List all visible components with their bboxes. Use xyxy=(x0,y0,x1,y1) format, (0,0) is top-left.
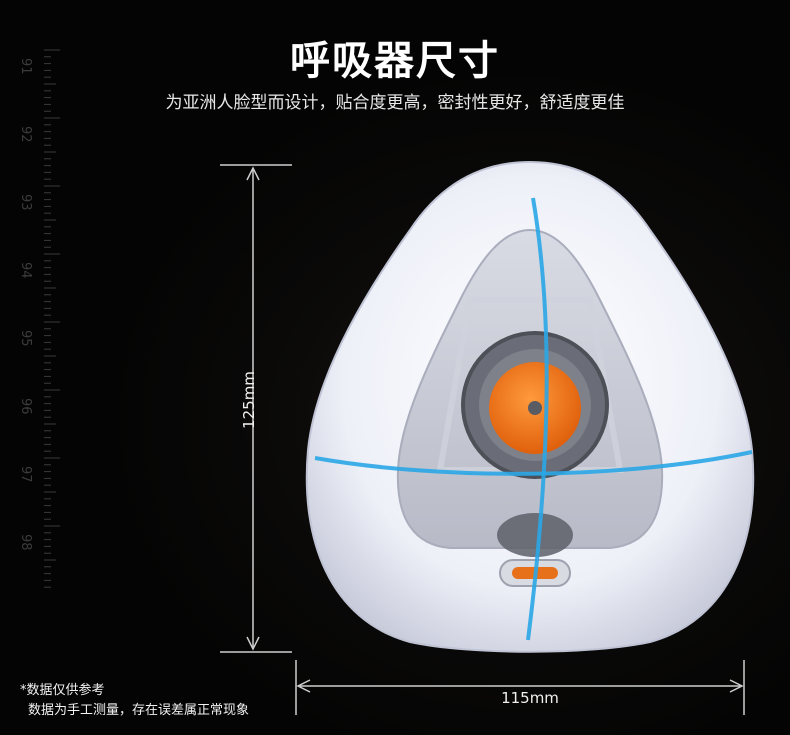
horizontal-guide-line xyxy=(314,450,753,476)
ruler-label: 98 xyxy=(18,534,33,551)
note-line-1: *数据仅供参考 xyxy=(20,683,105,698)
ruler-label: 91 xyxy=(18,58,33,75)
height-dimension-label: 125mm xyxy=(240,371,258,429)
note-line-2: 数据为手工测量，存在误差属正常现象 xyxy=(28,703,250,718)
disclaimer-note: *数据仅供参考 数据为手工测量，存在误差属正常现象 xyxy=(20,681,249,721)
ruler-label: 92 xyxy=(18,126,33,143)
ruler-label: 94 xyxy=(18,262,33,279)
respirator-mask-illustration xyxy=(305,160,755,653)
vertical-guide-line xyxy=(526,197,549,641)
ruler-label: 97 xyxy=(18,466,33,483)
ruler-graphic: 91 92 93 94 95 96 97 98 xyxy=(18,49,60,588)
ruler-label: 96 xyxy=(18,398,33,415)
page-title: 呼吸器尺寸 xyxy=(290,38,500,84)
ruler-label: 95 xyxy=(18,330,33,347)
page-subtitle: 为亚洲人脸型而设计，贴合度更高，密封性更好，舒适度更佳 xyxy=(165,93,625,113)
width-dimension-label: 115mm xyxy=(501,689,559,707)
ruler-label: 93 xyxy=(18,194,33,211)
